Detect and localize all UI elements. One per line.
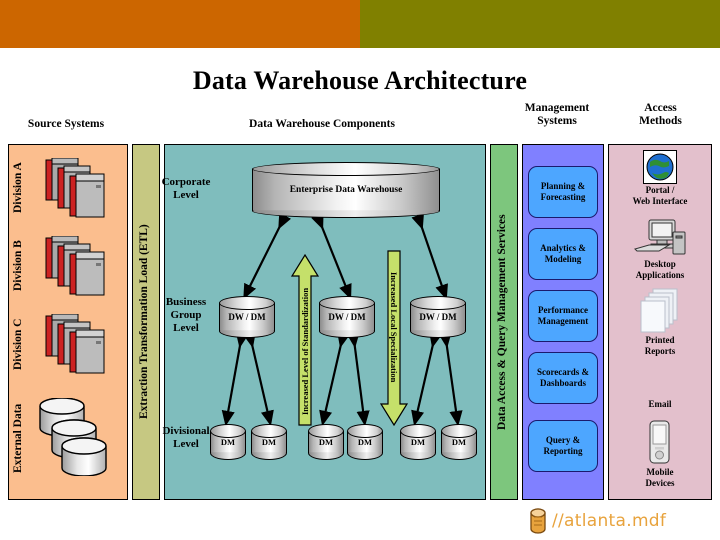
- management-item-performance-management[interactable]: Performance Management: [528, 290, 598, 342]
- dw-dm-cylinder: DW / DM: [410, 296, 466, 338]
- access-method-printed-reports[interactable]: Printed Reports: [608, 288, 712, 357]
- dm-cylinder: DM: [347, 424, 383, 460]
- database-cylinders-icon: [38, 398, 110, 476]
- dm-label: DM: [220, 437, 236, 447]
- dm-label: DM: [261, 437, 277, 447]
- dw-dm-cylinder: DW / DM: [319, 296, 375, 338]
- level-label-business-group: Business Group Level: [165, 296, 207, 334]
- server-stack-icon: [44, 158, 110, 220]
- increased-standardization-arrow: Increased Level of Standardization: [291, 254, 319, 426]
- server-stack-icon: [44, 236, 110, 298]
- source-label-division-c: Division C: [12, 318, 24, 370]
- etl-panel: [132, 144, 160, 500]
- increased-specialization-label: Increased Local Specialization: [389, 271, 399, 383]
- access-method-label: Mobile Devices: [645, 467, 675, 488]
- access-method-email[interactable]: Email: [608, 398, 712, 410]
- source-label-division-a: Division A: [12, 162, 24, 214]
- heading-management-systems: Management Systems: [524, 102, 590, 127]
- level-label-corporate: Corporate Level: [161, 176, 211, 201]
- dw-dm-label: DW / DM: [419, 312, 457, 322]
- increased-specialization-arrow: Increased Local Specialization: [380, 250, 408, 426]
- heading-access-methods: Access Methods: [639, 102, 682, 127]
- top-banner: [0, 0, 720, 48]
- dm-cylinder: DM: [400, 424, 436, 460]
- dm-label: DM: [451, 437, 467, 447]
- access-method-label: Portal / Web Interface: [632, 185, 688, 206]
- access-method-mobile[interactable]: Mobile Devices: [608, 420, 712, 489]
- desktop-computer-icon: [608, 218, 712, 258]
- page-title: Data Warehouse Architecture: [192, 66, 528, 95]
- data-access-query-label: Data Access & Query Management Services: [496, 214, 508, 430]
- heading-source-systems: Source Systems: [27, 118, 105, 130]
- increased-standardization-label: Increased Level of Standardization: [300, 287, 310, 415]
- dm-cylinder: DM: [441, 424, 477, 460]
- cylinder-logo-icon: [530, 508, 546, 534]
- access-method-label: Email: [648, 399, 672, 409]
- management-item-planning-forecasting[interactable]: Planning & Forecasting: [528, 166, 598, 218]
- access-method-label: Desktop Applications: [635, 259, 685, 280]
- access-method-portal[interactable]: Portal / Web Interface: [608, 150, 712, 207]
- dm-label: DM: [357, 437, 373, 447]
- access-method-desktop[interactable]: Desktop Applications: [608, 218, 712, 281]
- banner-right-block: [360, 0, 720, 48]
- server-stack-icon: [44, 314, 110, 376]
- connector-arrows: [221, 212, 463, 427]
- management-item-query-reporting[interactable]: Query & Reporting: [528, 420, 598, 472]
- management-item-analytics-modeling[interactable]: Analytics & Modeling: [528, 228, 598, 280]
- enterprise-data-warehouse-cylinder: Enterprise Data Warehouse: [252, 162, 440, 218]
- dm-label: DM: [410, 437, 426, 447]
- heading-dw-components: Data Warehouse Components: [249, 118, 395, 130]
- source-label-division-b: Division B: [12, 240, 24, 292]
- banner-left-block: [0, 0, 360, 48]
- footer-text: //atlanta.mdf: [552, 511, 667, 531]
- dw-dm-label: DW / DM: [328, 312, 366, 322]
- dw-dm-cylinder: DW / DM: [219, 296, 275, 338]
- footer-logo: //atlanta.mdf: [530, 506, 720, 536]
- mobile-phone-icon: [608, 420, 712, 466]
- dw-dm-label: DW / DM: [228, 312, 266, 322]
- dm-label: DM: [318, 437, 334, 447]
- dm-cylinder: DM: [308, 424, 344, 460]
- dm-cylinder: DM: [210, 424, 246, 460]
- data-access-query-panel: [490, 144, 518, 500]
- management-item-scorecards-dashboards[interactable]: Scorecards & Dashboards: [528, 352, 598, 404]
- dm-cylinder: DM: [251, 424, 287, 460]
- documents-stack-icon: [608, 288, 712, 334]
- access-method-label: Printed Reports: [644, 335, 676, 356]
- level-label-divisional: Divisional Level: [162, 425, 210, 450]
- globe-icon: [608, 150, 712, 184]
- enterprise-data-warehouse-label: Enterprise Data Warehouse: [289, 185, 403, 195]
- source-label-external-data: External Data: [12, 403, 24, 473]
